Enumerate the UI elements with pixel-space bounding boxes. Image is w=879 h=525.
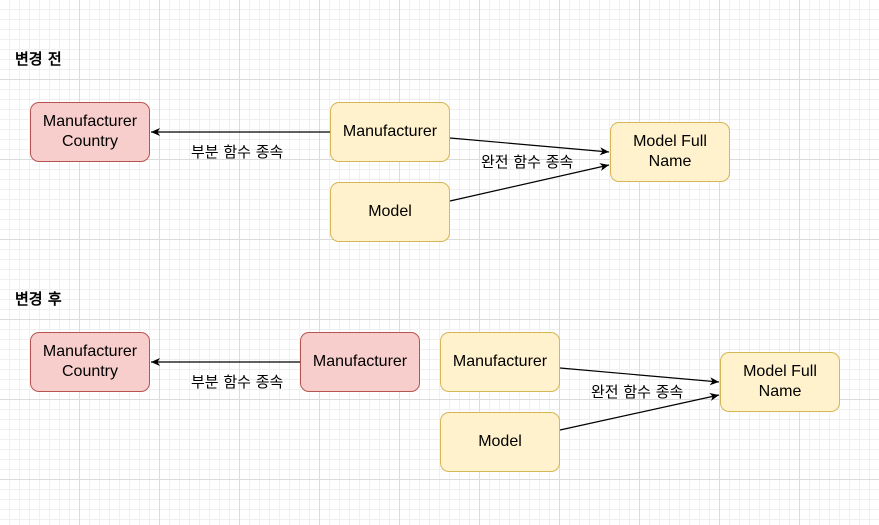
edge-label-before-full: 완전 함수 종속 [481,153,574,171]
section-title-before: 변경 전 [15,50,62,68]
node-after-model[interactable]: Model [440,412,560,472]
node-before-model-full-name[interactable]: Model Full Name [610,122,730,182]
edge-after-manufacturer-to-fullname [559,367,720,386]
edge-label-after-full: 완전 함수 종속 [591,383,684,401]
section-title-after: 변경 후 [15,290,62,308]
node-before-manufacturer-country[interactable]: Manufacturer Country [30,102,150,162]
edge-before-manufacturer-to-fullname [449,137,610,156]
node-before-model[interactable]: Model [330,182,450,242]
node-after-manufacturer-red[interactable]: Manufacturer [300,332,420,392]
node-after-manufacturer[interactable]: Manufacturer [440,332,560,392]
node-after-model-full-name[interactable]: Model Full Name [720,352,840,412]
node-after-manufacturer-country[interactable]: Manufacturer Country [30,332,150,392]
edge-label-before-partial: 부분 함수 종속 [191,143,284,161]
node-before-manufacturer[interactable]: Manufacturer [330,102,450,162]
edge-label-after-partial: 부분 함수 종속 [191,373,284,391]
